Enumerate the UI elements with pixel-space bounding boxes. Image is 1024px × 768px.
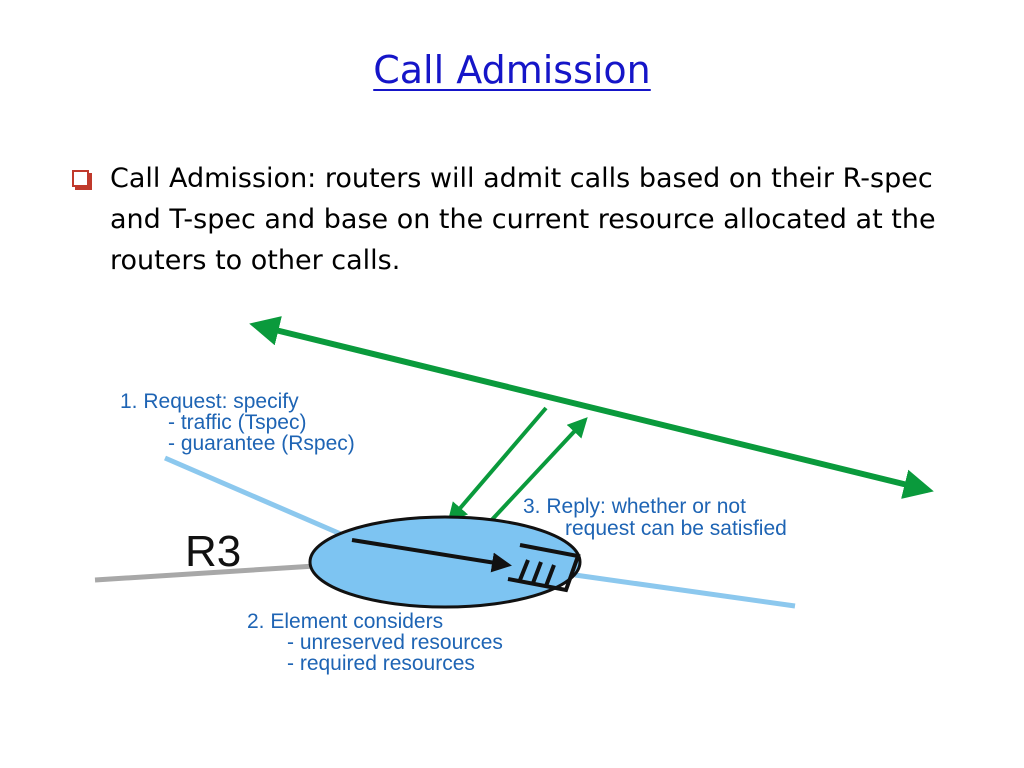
request-line-1: 1. Request: specify bbox=[120, 390, 299, 413]
bullet-box-icon bbox=[72, 170, 89, 187]
bullet-text: Call Admission: routers will admit calls… bbox=[110, 163, 936, 276]
reply-line-2: request can be satisfied bbox=[565, 517, 787, 540]
link-right bbox=[574, 572, 796, 609]
bullet-point: Call Admission: routers will admit calls… bbox=[72, 158, 952, 281]
signaling-path-arrow bbox=[249, 316, 934, 499]
link-lower-left bbox=[94, 563, 316, 583]
queue-icon bbox=[507, 543, 581, 593]
router-label: R3 bbox=[185, 527, 241, 576]
request-line-3: - guarantee (Rspec) bbox=[168, 432, 355, 455]
router-r3 bbox=[308, 515, 582, 609]
request-arrow bbox=[447, 406, 548, 524]
element-line-3: - required resources bbox=[287, 652, 475, 675]
packet-arrow bbox=[351, 538, 512, 573]
element-line-2: - unreserved resources bbox=[287, 631, 503, 654]
element-line-1: 2. Element considers bbox=[247, 610, 443, 633]
slide-title: Call Admission bbox=[373, 48, 651, 92]
reply-arrow bbox=[485, 417, 588, 527]
reply-line-1: 3. Reply: whether or not bbox=[523, 495, 746, 518]
request-line-2: - traffic (Tspec) bbox=[168, 411, 306, 434]
link-upper-left bbox=[164, 455, 351, 541]
